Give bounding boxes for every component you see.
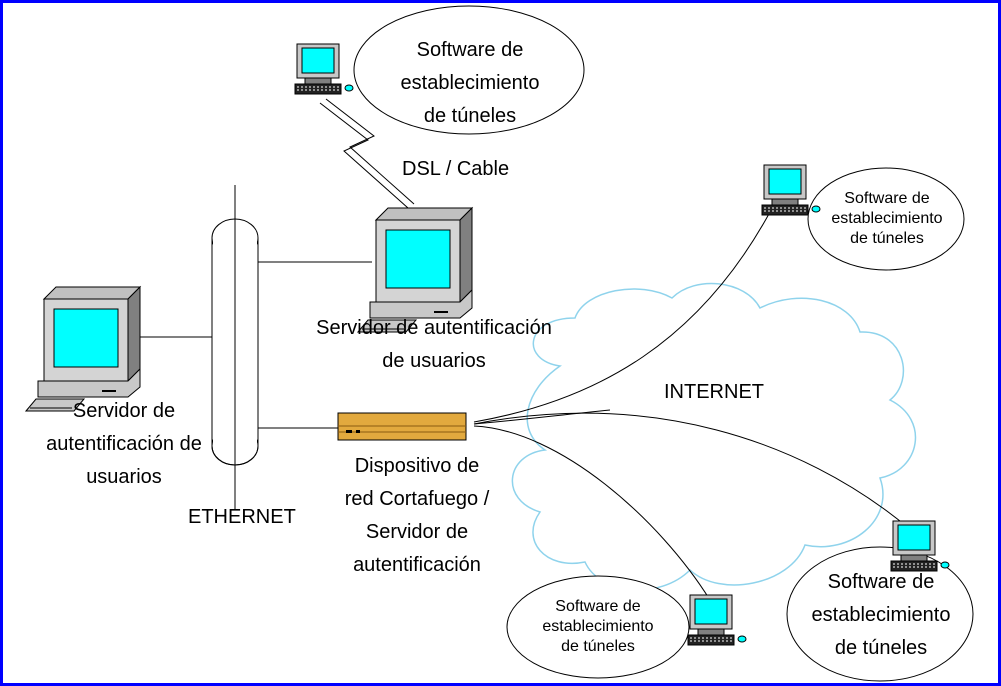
label-bottom-right-software: Software de establecimiento de túneles (806, 566, 956, 665)
label-line: Software de (827, 571, 935, 593)
bubble-top (353, 5, 585, 135)
label-line: Software de (555, 598, 641, 615)
label-internet: INTERNET (664, 376, 764, 409)
label-line: de túneles (850, 230, 924, 247)
label-line: de túneles (834, 637, 928, 659)
label-line: establecimiento (400, 72, 540, 94)
label-line: red Cortafuego / (344, 488, 490, 510)
label-line: ETHERNET (188, 506, 296, 528)
label-line: autentificación de (46, 433, 202, 455)
label-line: INTERNET (664, 381, 764, 403)
label-line: establecimiento (811, 604, 951, 626)
connection-lines (128, 98, 906, 601)
label-line: Software de (416, 39, 524, 61)
bubble-right (807, 167, 965, 271)
label-bottom-software: Software de establecimiento de túneles (532, 597, 664, 657)
label-line: DSL / Cable (402, 158, 510, 180)
label-line: de túneles (561, 638, 635, 655)
label-line: Software de (844, 190, 930, 207)
label-line: de usuarios (382, 350, 486, 372)
label-ethernet: ETHERNET (188, 501, 296, 534)
label-line: Servidor de (72, 400, 176, 422)
firewall-router-icon (337, 412, 467, 441)
label-line: establecimiento (542, 618, 654, 635)
label-line: de túneles (423, 105, 517, 127)
cloud-icon (511, 282, 917, 591)
bubble-bottom-right (786, 546, 974, 682)
ethernet-bus-icon (211, 185, 259, 510)
label-line: Servidor de autentificación (316, 317, 552, 339)
label-dsl-cable: DSL / Cable (402, 153, 509, 186)
label-line: autentificación (353, 554, 481, 576)
label-line: establecimiento (831, 210, 943, 227)
label-line: Servidor de (365, 521, 469, 543)
bubble-bottom (506, 575, 690, 679)
label-line: usuarios (86, 466, 162, 488)
label-left-server: Servidor de autentificación de usuarios (44, 395, 204, 494)
label-line: Dispositivo de (354, 455, 480, 477)
label-center-server: Servidor de autentificación de usuarios (286, 312, 582, 378)
label-firewall: Dispositivo de red Cortafuego / Servidor… (332, 450, 502, 582)
label-top-software: Software de establecimiento de túneles (395, 34, 545, 133)
label-right-software: Software de establecimiento de túneles (822, 189, 952, 249)
